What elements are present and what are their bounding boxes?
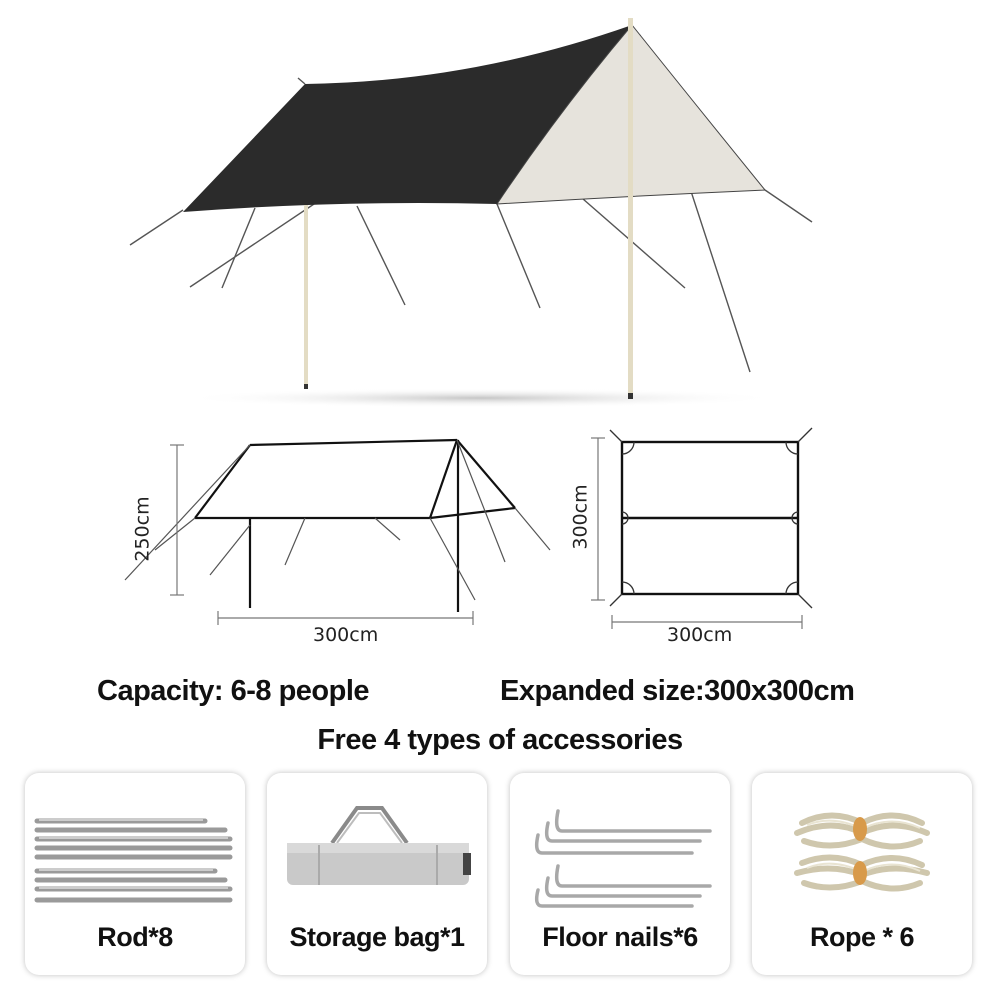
accessory-label-storage-bag: Storage bag*1 — [289, 922, 465, 952]
accessory-card-rope: Rope * 6 — [752, 773, 972, 975]
tarp-illustration — [129, 18, 813, 408]
pole-right — [628, 18, 633, 398]
accessory-label-floor-nails: Floor nails*6 — [542, 922, 698, 952]
side-height-label: 250cm — [131, 496, 154, 562]
accessory-card-storage-bag: Storage bag*1 — [267, 773, 487, 975]
accessory-label-rod: Rod*8 — [97, 922, 173, 952]
accessory-card-floor-nails: Floor nails*6 — [510, 773, 730, 975]
side-view-diagram — [124, 438, 551, 625]
expanded-size-text: Expanded size:300x300cm — [500, 675, 855, 707]
storage-bag-icon — [287, 806, 471, 885]
capacity-text: Capacity: 6-8 people — [97, 675, 370, 707]
accessory-card-rod: Rod*8 — [25, 773, 245, 975]
floor-nail-icon — [534, 809, 712, 908]
pole-left — [304, 205, 308, 388]
ground-shadow — [180, 388, 780, 408]
rope-icon — [794, 812, 930, 892]
accessory-label-rope: Rope * 6 — [809, 922, 915, 952]
tarp-dark-panel — [183, 25, 632, 212]
top-view-diagram — [591, 427, 813, 629]
top-height-label: 300cm — [569, 484, 592, 550]
side-width-label: 300cm — [313, 624, 379, 646]
top-width-label: 300cm — [667, 624, 733, 646]
rod-icon — [34, 818, 233, 903]
accessories-heading: Free 4 types of accessories — [317, 724, 683, 756]
